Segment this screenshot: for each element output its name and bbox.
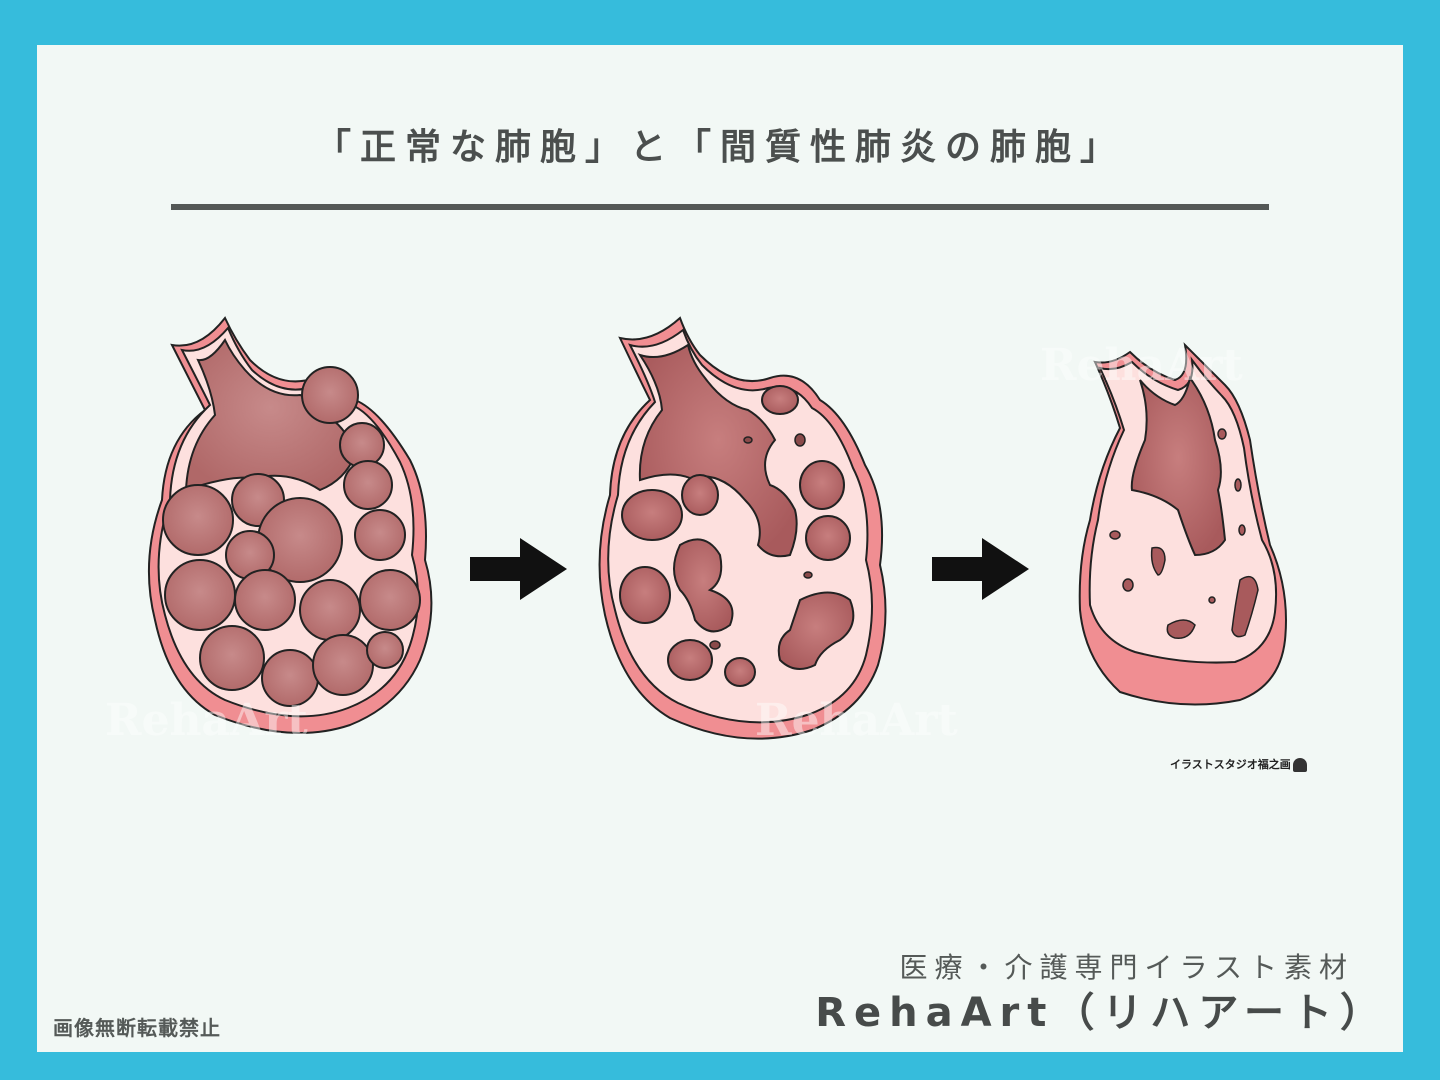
copyright-notice: 画像無断転載禁止	[53, 1016, 221, 1040]
watermark: RehaArt	[755, 695, 958, 746]
watermark: RehaArt	[1040, 340, 1243, 391]
illustrator-credit-text: イラストスタジオ福之画	[1170, 758, 1291, 771]
studio-logo-icon	[1292, 758, 1307, 772]
page-title: 「正常な肺胞」と「間質性肺炎の肺胞」	[314, 127, 1125, 168]
thickening-alveoli-icon	[598, 316, 887, 740]
brand-name: RehaArt（リハアート）	[815, 990, 1388, 1036]
fibrotic-alveoli-icon	[1078, 342, 1287, 706]
arrow-right-icon	[932, 538, 1029, 600]
brand-tagline: 医療・介護専門イラスト素材	[899, 951, 1354, 984]
normal-alveoli-icon	[147, 316, 433, 734]
title-divider	[171, 204, 1269, 210]
watermark: RehaArt	[105, 695, 308, 746]
arrow-right-icon	[470, 538, 567, 600]
illustrator-credit: イラストスタジオ福之画	[1170, 756, 1307, 772]
